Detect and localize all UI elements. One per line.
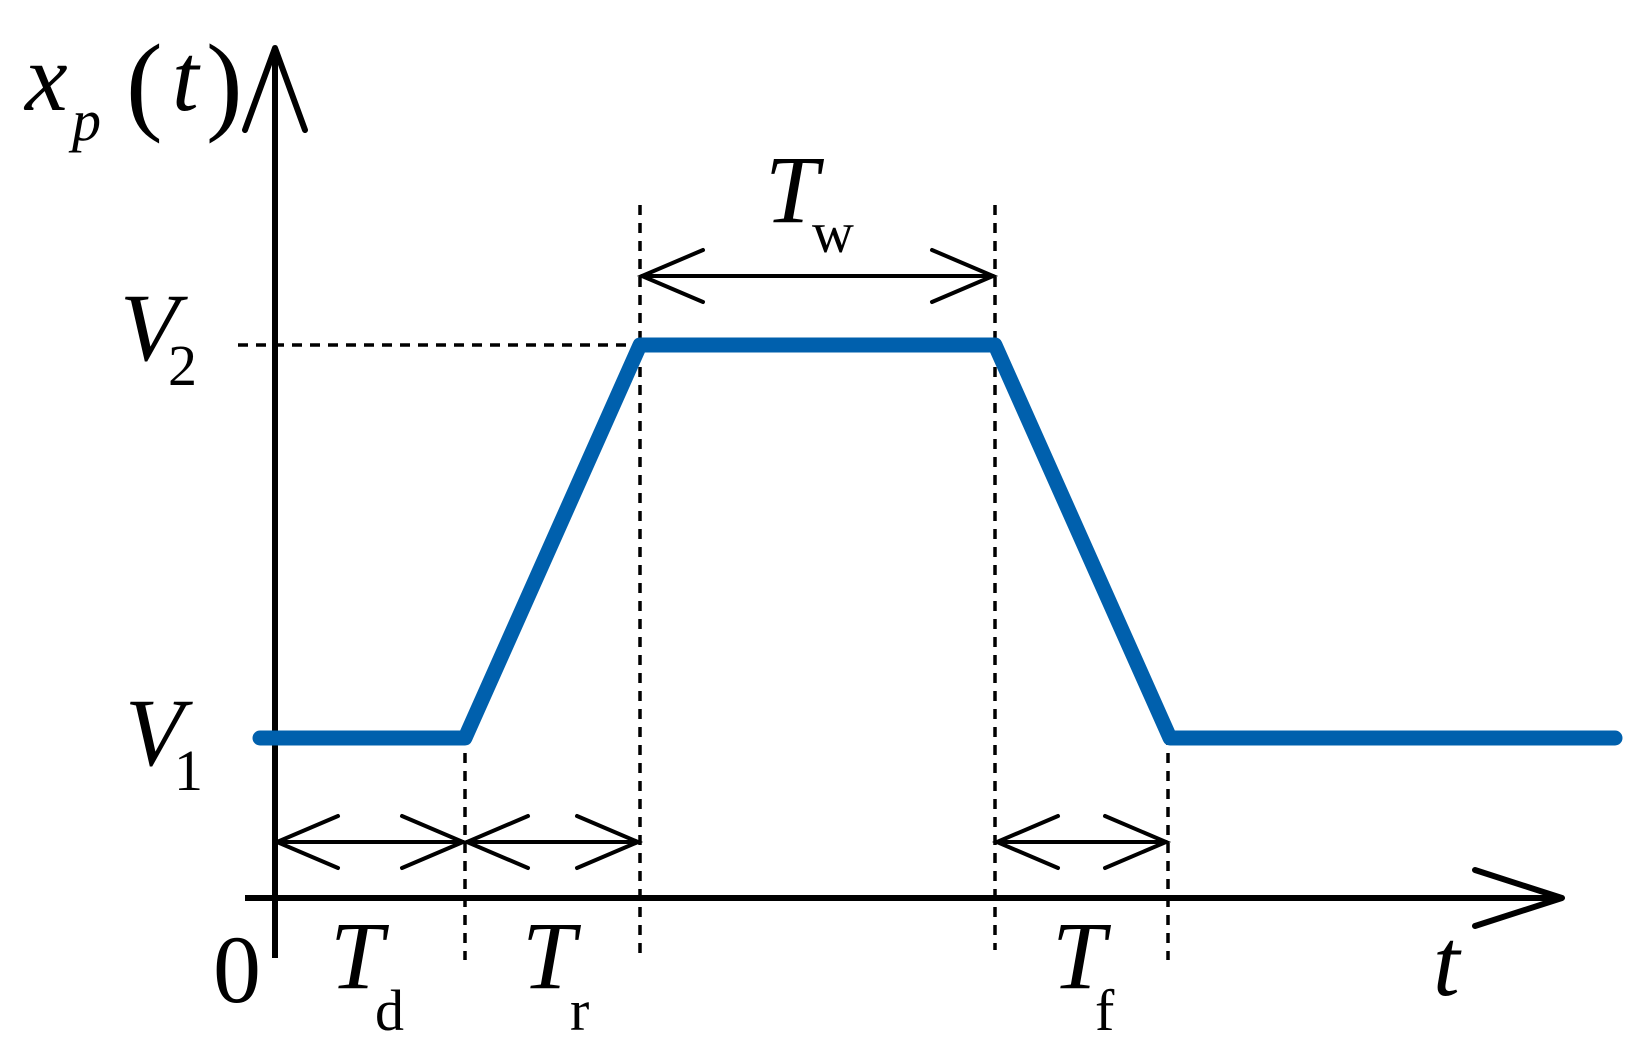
rise-dimension-arrow [461,814,644,870]
v2-label: V 2 [120,274,197,398]
svg-text:d: d [375,978,404,1043]
svg-text:f: f [1095,978,1115,1043]
svg-text:V: V [120,274,188,381]
axes [242,45,1565,958]
y-axis-symbol: x [23,24,68,131]
y-axis-close-paren: ) [206,22,243,144]
svg-text:V: V [125,679,193,786]
y-axis-open-paren: ( [126,22,163,144]
dimension-arrows [271,248,1172,870]
svg-text:r: r [570,978,589,1043]
x-axis-label: t [1433,909,1462,1016]
svg-text:T: T [330,902,390,1009]
delay-label: T d [330,902,404,1043]
svg-text:T: T [522,902,582,1009]
rise-label: T r [522,902,589,1043]
delay-dimension-arrow [271,814,469,870]
svg-text:T: T [1052,902,1112,1009]
svg-text:w: w [812,200,854,265]
x-axis-arrowhead [1472,867,1565,929]
y-axis-arrowhead [242,45,308,133]
fall-label: T f [1052,902,1115,1043]
svg-text:2: 2 [168,333,197,398]
v1-label: V 1 [125,679,203,803]
width-dimension-arrow [636,248,999,304]
svg-text:T: T [765,136,825,243]
svg-text:1: 1 [174,738,203,803]
width-label: T w [765,136,854,265]
y-axis-label: x p ( t ) [23,22,243,153]
y-axis-argument: t [172,24,201,131]
origin-label: 0 [213,916,261,1023]
pulse-waveform [252,337,1623,746]
guide-lines [238,205,1170,960]
fall-dimension-arrow [991,814,1172,870]
y-axis-subscript: p [68,88,101,153]
